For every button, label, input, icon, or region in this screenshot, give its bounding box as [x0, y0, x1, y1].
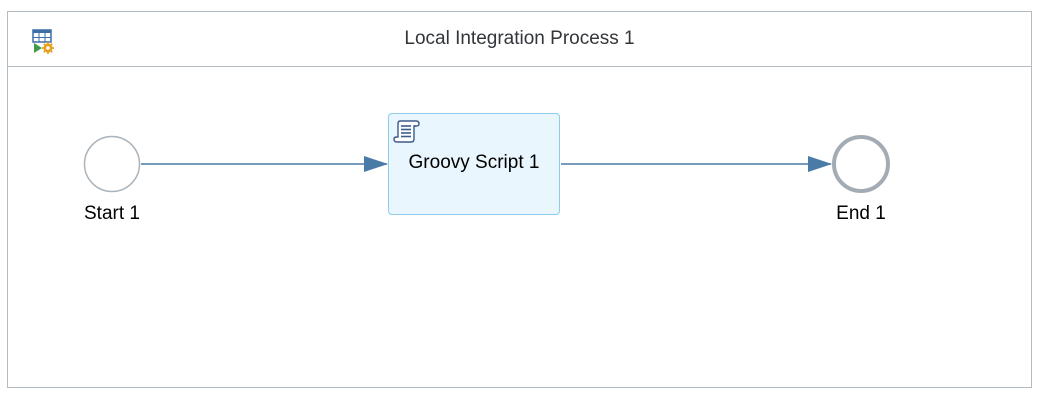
end-event-label: End 1 [836, 203, 886, 224]
groovy-script-label: Groovy Script 1 [408, 152, 540, 173]
process-header: Local Integration Process 1 [8, 12, 1031, 67]
start-event-label: Start 1 [84, 203, 140, 224]
process-title: Local Integration Process 1 [404, 28, 635, 49]
script-icon [393, 120, 420, 143]
groovy-script-task[interactable]: Groovy Script 1 [388, 113, 560, 215]
end-event[interactable] [832, 135, 890, 193]
integration-process-icon [32, 29, 54, 54]
start-event[interactable] [83, 135, 141, 193]
